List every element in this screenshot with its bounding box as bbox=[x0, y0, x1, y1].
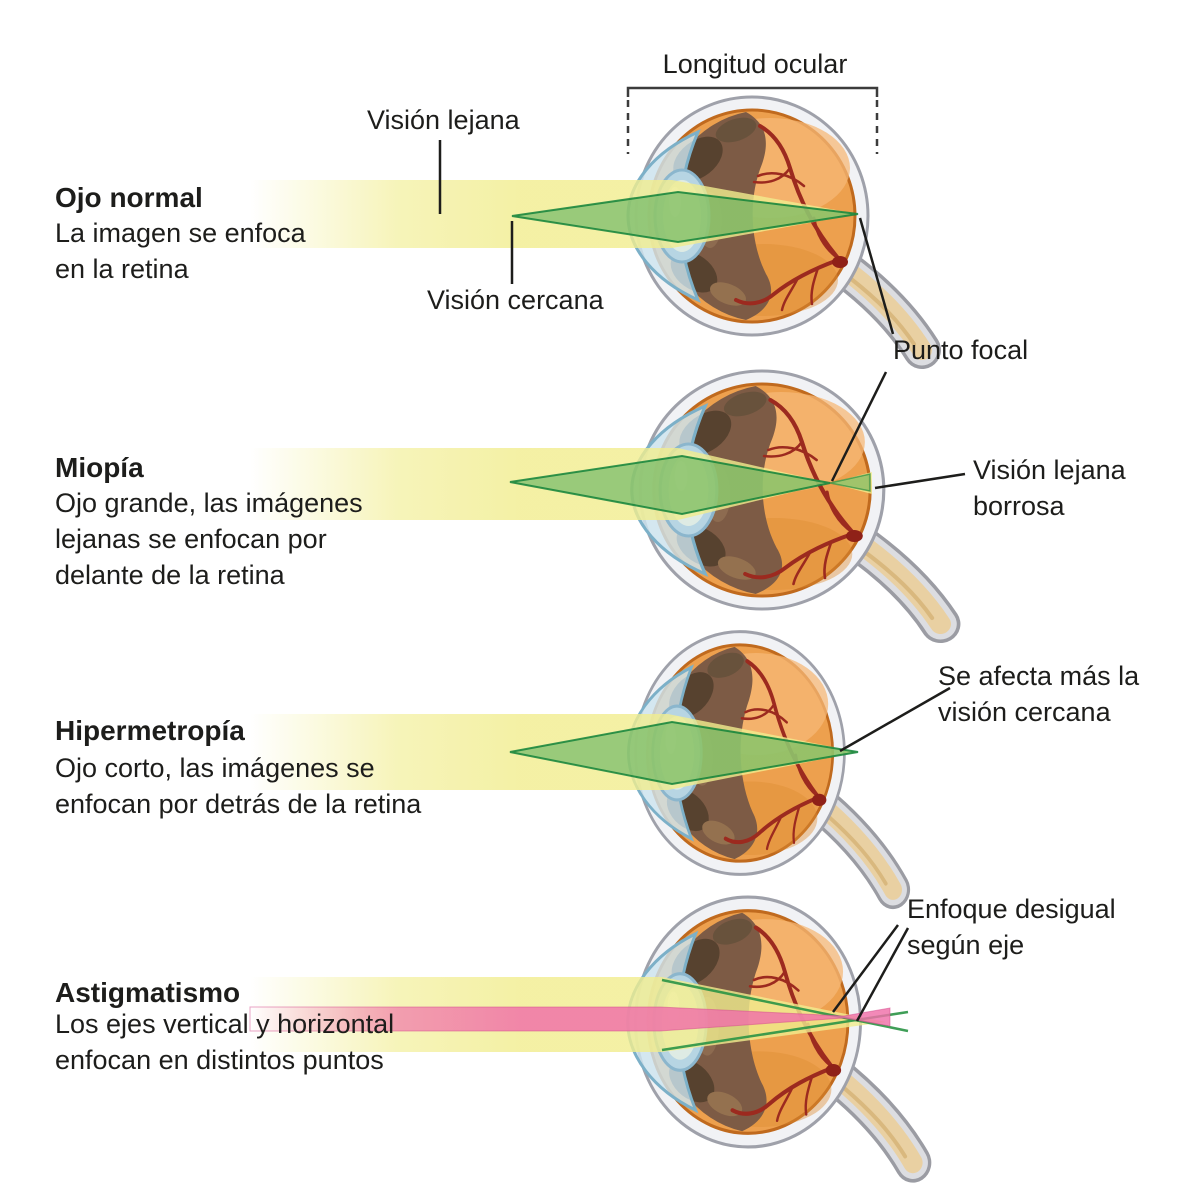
near-vision-beam bbox=[511, 190, 859, 244]
section-desc-ojo-normal: La imagen se enfoca en la retina bbox=[55, 215, 306, 287]
label-line: Visión lejana bbox=[973, 455, 1126, 485]
desc-line: delante de la retina bbox=[55, 560, 285, 590]
beams-normal bbox=[250, 180, 859, 248]
label-line: borrosa bbox=[973, 491, 1065, 521]
beams-astigmatismo bbox=[249, 977, 909, 1052]
leader-enfoque-1 bbox=[831, 924, 900, 1013]
desc-line: en la retina bbox=[55, 254, 189, 284]
label-vision-lejana: Visión lejana bbox=[367, 105, 520, 135]
label-vision-cercana: Visión cercana bbox=[427, 285, 604, 315]
desc-line: Los ejes vertical y horizontal bbox=[55, 1009, 395, 1039]
leader-enfoque-2 bbox=[855, 927, 910, 1022]
bracket-line bbox=[626, 86, 879, 97]
leader-se-afecta bbox=[839, 686, 951, 753]
label-longitud-ocular: Longitud ocular bbox=[662, 49, 848, 79]
leader-punto-focal-eye1 bbox=[858, 217, 895, 335]
section-title-astigmatismo: Astigmatismo bbox=[55, 977, 241, 1008]
near-vision-beam bbox=[509, 720, 859, 786]
horizontal-axis-beam bbox=[249, 1006, 891, 1032]
section-desc-astigmatismo: Los ejes vertical y horizontal enfocan e… bbox=[55, 1006, 394, 1078]
desc-line: La imagen se enfoca bbox=[55, 218, 306, 248]
label-se-afecta: Se afecta más la visión cercana bbox=[938, 658, 1139, 730]
section-desc-hipermetropia: Ojo corto, las imágenes se enfocan por d… bbox=[55, 750, 421, 822]
section-title-hipermetropia: Hipermetropía bbox=[55, 715, 245, 746]
desc-line: Ojo corto, las imágenes se bbox=[55, 753, 375, 783]
desc-line: lejanas se enfocan por bbox=[55, 524, 327, 554]
label-line: según eje bbox=[907, 930, 1025, 960]
defocused-fan-green bbox=[829, 473, 871, 492]
desc-line: enfocan en distintos puntos bbox=[55, 1045, 384, 1075]
desc-line: enfocan por detrás de la retina bbox=[55, 789, 422, 819]
label-enfoque-desigual: Enfoque desigual según eje bbox=[907, 891, 1116, 963]
section-desc-miopia: Ojo grande, las imágenes lejanas se enfo… bbox=[55, 485, 363, 593]
label-vision-lejana-borrosa: Visión lejana borrosa bbox=[973, 452, 1126, 524]
label-line: visión cercana bbox=[938, 697, 1111, 727]
label-line: Enfoque desigual bbox=[907, 894, 1116, 924]
leader-punto-focal-eye2 bbox=[830, 371, 888, 482]
label-line: Se afecta más la bbox=[938, 661, 1140, 691]
section-title-miopia: Miopía bbox=[55, 452, 144, 483]
leader-lines bbox=[438, 140, 966, 1022]
defocused-fan-yellow bbox=[830, 472, 872, 494]
length-bracket bbox=[626, 86, 879, 154]
label-punto-focal: Punto focal bbox=[893, 335, 1029, 365]
desc-line: Ojo grande, las imágenes bbox=[55, 488, 363, 518]
beams-hipermetropia bbox=[250, 714, 859, 790]
beams-miopia bbox=[250, 448, 872, 520]
leader-vision-borrosa bbox=[874, 472, 966, 490]
section-title-ojo-normal: Ojo normal bbox=[55, 182, 203, 213]
